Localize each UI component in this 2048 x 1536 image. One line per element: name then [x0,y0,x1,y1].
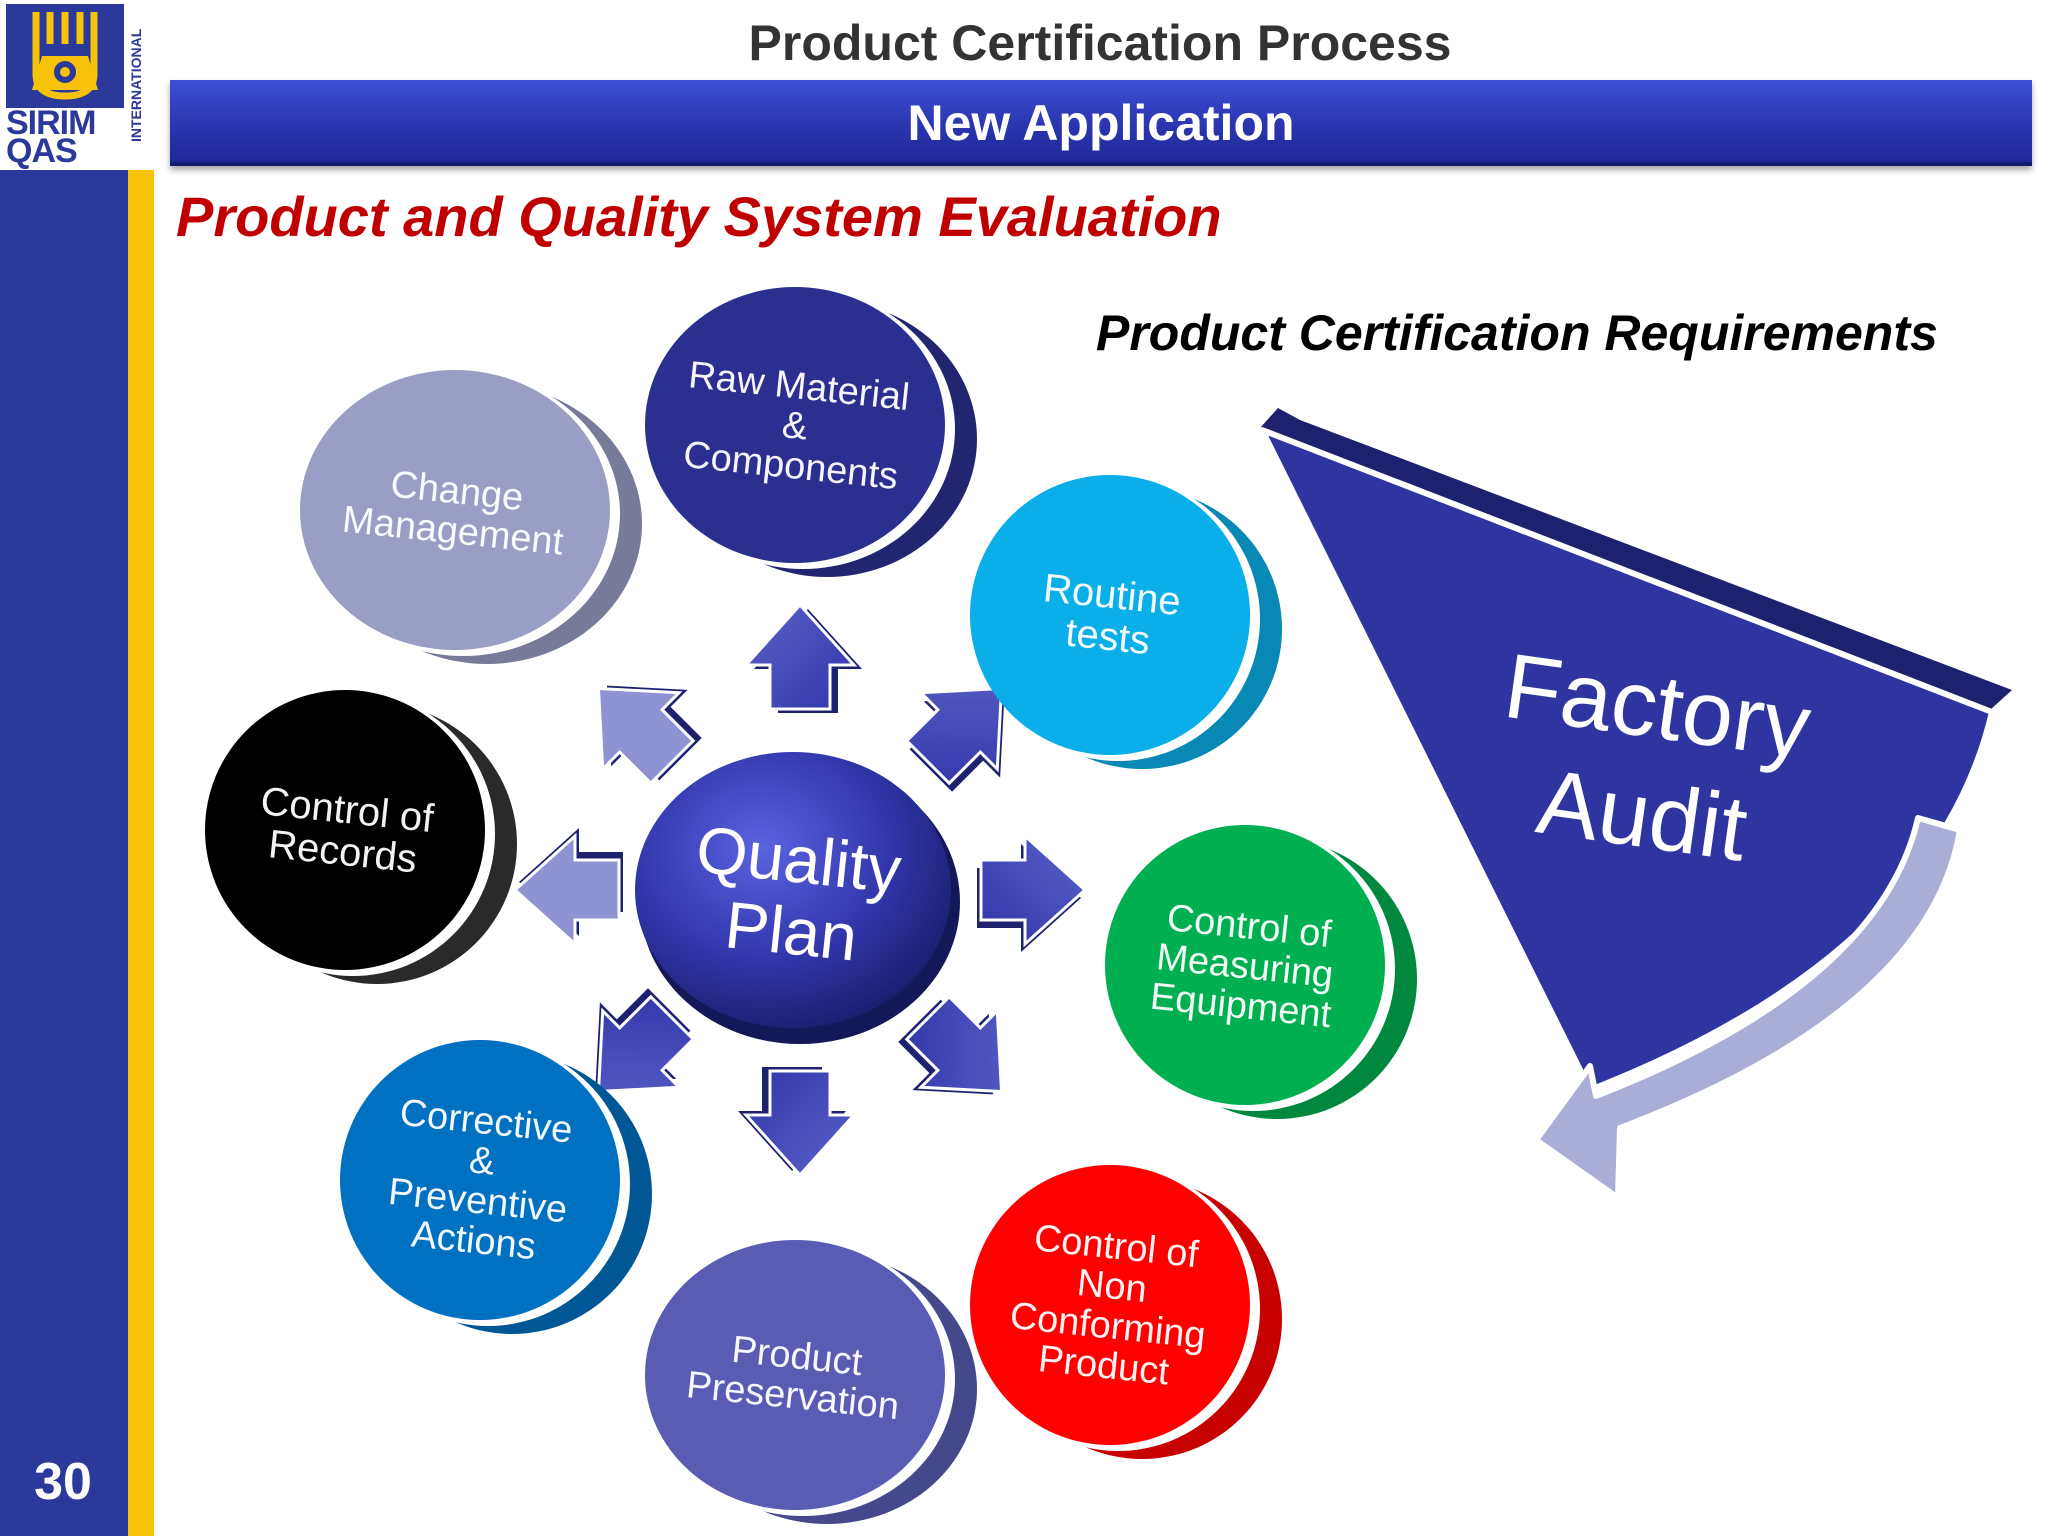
node-control-of-records-label: Control ofRecords [254,779,436,883]
sirim-logo: SIRIM QAS [0,0,154,170]
logo-line-1: SIRIM [6,104,96,142]
node-raw-material-face [645,287,945,563]
arrow-face [742,1069,858,1178]
radial-arrows [512,602,1088,1178]
node-non-conforming: Control ofNonConformingProduct [970,1165,1282,1459]
node-control-of-records: Control ofRecords [205,690,517,984]
logo-line-2: QAS [6,132,78,170]
cycle-arrow-icon [1533,815,1963,1201]
radial-arrow-icon [738,1067,858,1178]
left-rail-stripe [128,170,154,1536]
section-subtitle: Product and Quality System Evaluation [176,185,1222,248]
element-nodes: Raw Material&ComponentsRoutinetestsContr… [205,287,1417,1524]
node-measuring-equipment: Control ofMeasuringEquipment [1105,825,1417,1119]
node-product-preservation-face [645,1240,945,1510]
node-measuring-equipment-label: Control ofMeasuringEquipment [1148,896,1342,1036]
node-change-management: ChangeManagement [300,370,642,664]
quality-plan-center: QualityPlan [635,752,960,1044]
page-title: Product Certification Process [748,15,1452,71]
node-routine-tests-face [970,475,1250,755]
arrow-face [979,832,1088,948]
node-routine-tests-label: Routinetests [1037,566,1183,666]
factory-audit-shape: FactoryAudit [1259,408,2012,1201]
radial-arrow-icon [595,988,696,1094]
radial-arrow-icon [596,685,702,786]
banner-text: New Application [907,95,1295,151]
arrow-face [512,832,621,948]
node-corrective-preventive: Corrective&PreventiveActions [340,1040,652,1334]
radial-arrow-icon [512,828,623,948]
arrow-face [596,994,696,1094]
radial-arrow-icon [898,994,1004,1095]
node-corrective-preventive-face [340,1040,620,1320]
requirements-title: Product Certification Requirements [1096,305,1938,361]
page-number: 30 [34,1453,92,1511]
node-change-management-face [300,370,610,650]
radial-arrow-icon [904,686,1005,792]
arrow-face [904,686,1004,786]
node-product-preservation: ProductPreservation [645,1240,977,1524]
arrow-face [904,994,1004,1094]
node-measuring-equipment-face [1105,825,1385,1105]
section-banner: New Application [170,80,2032,166]
left-rail [0,0,128,1536]
node-routine-tests: Routinetests [970,475,1282,769]
node-raw-material: Raw Material&Components [645,287,977,577]
arrow-face [596,686,696,786]
radial-arrow-icon [742,602,862,713]
logo-emblem [6,4,124,108]
flask-gear-icon [32,12,98,100]
radial-arrow-icon [977,832,1088,952]
node-control-of-records-face [205,690,485,970]
node-non-conforming-face [970,1165,1250,1445]
arrow-face [742,602,858,711]
